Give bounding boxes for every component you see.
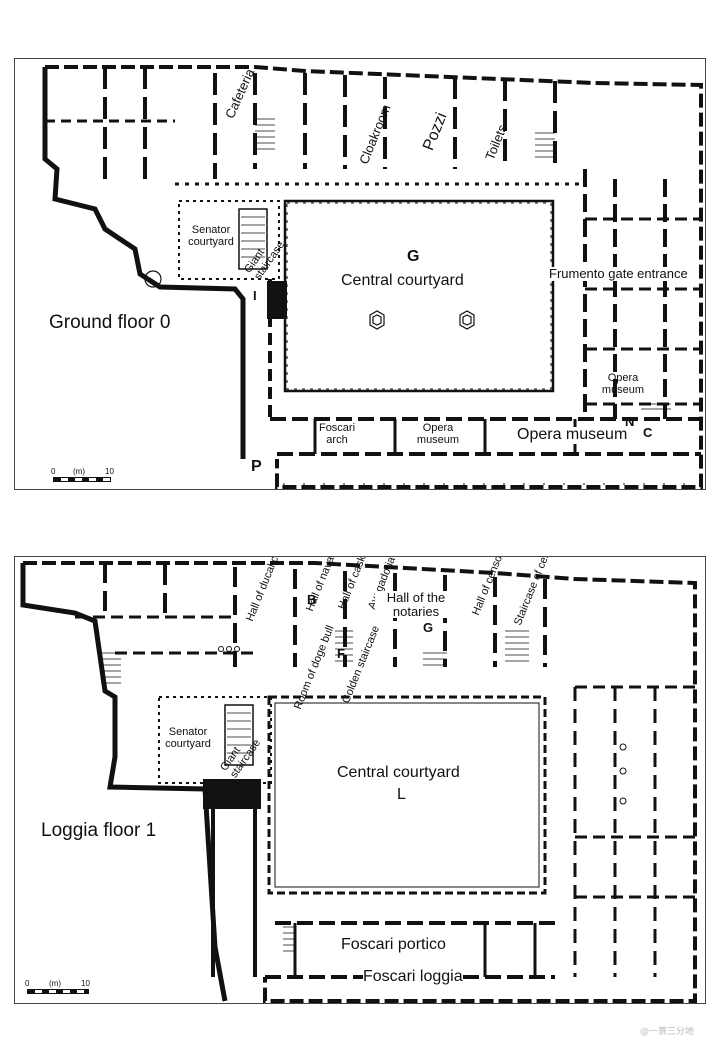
- scale-unit-1: (m): [49, 979, 61, 988]
- marker-g: G: [423, 620, 434, 635]
- marker-c: C: [643, 425, 653, 440]
- label-foscari-arch: Foscari arch: [318, 422, 356, 446]
- label-central-courtyard: Central courtyard: [341, 272, 464, 289]
- label-senator-courtyard: Senator courtyard: [188, 224, 234, 248]
- scale-bar-1: 0 (m) 10: [25, 979, 91, 994]
- marker-n: N: [625, 414, 635, 429]
- loggia-floor-title: Loggia floor 1: [41, 820, 157, 841]
- label-opera-museum-small: Opera museum: [601, 372, 645, 396]
- scale-unit: (m): [73, 467, 85, 476]
- ground-floor-drawing: [42, 65, 703, 489]
- marker-f: F: [337, 646, 345, 661]
- loggia-floor-plan: Hall of ducal chancellery Hall of naval …: [14, 556, 706, 1004]
- label-central-courtyard-1: Central courtyard: [337, 764, 460, 781]
- marker-b: B: [307, 592, 317, 607]
- label-opera-museum-mid: Opera museum: [416, 422, 460, 446]
- label-notaries: Hall of the notaries: [375, 591, 457, 619]
- loggia-floor-drawing: [20, 561, 697, 1003]
- scale-ten: 10: [105, 467, 114, 476]
- scale-zero-1: 0: [25, 979, 30, 988]
- scale-ten-1: 10: [81, 979, 90, 988]
- ground-floor-plan: Cafeteria Cloakroom Pozzi Toilets Senato…: [14, 58, 706, 490]
- label-courtyard-l: L: [397, 786, 406, 803]
- scale-bar: 0 (m) 10: [51, 467, 114, 482]
- label-senator-courtyard-1: Senator courtyard: [165, 726, 211, 750]
- label-foscari-portico: Foscari portico: [341, 936, 446, 954]
- ground-floor-title: Ground floor 0: [49, 312, 171, 333]
- label-opera-museum-large: Opera museum: [517, 426, 628, 444]
- marker-p: P: [251, 458, 262, 475]
- marker-i: I: [253, 288, 257, 303]
- label-frumento-gate: Frumento gate entrance: [549, 266, 688, 281]
- label-courtyard-g: G: [407, 248, 420, 265]
- watermark: @一蓑三分地: [640, 1027, 695, 1037]
- label-foscari-loggia: Foscari loggia: [363, 968, 463, 986]
- scale-zero: 0: [51, 467, 56, 476]
